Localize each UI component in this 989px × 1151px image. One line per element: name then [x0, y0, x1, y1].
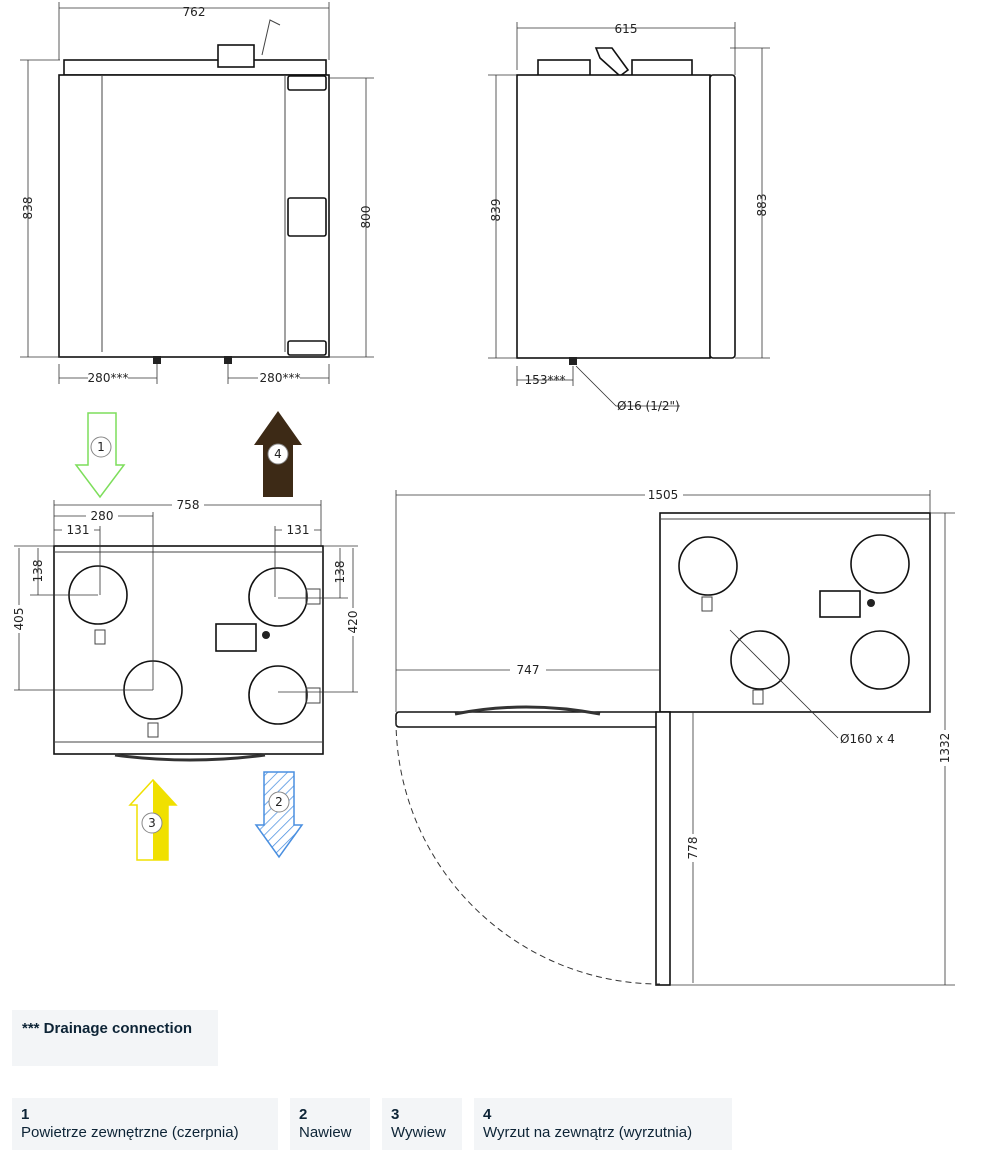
dim-side-height-left: 839	[489, 199, 503, 222]
front-panel-window	[287, 197, 327, 237]
dim-open-total-width: 1505	[648, 488, 679, 502]
dim-top-left-405: 405	[12, 608, 26, 631]
legend-item-4: 4 Wyrzut na zewnątrz (wyrzutnia)	[474, 1098, 732, 1150]
legend-item-3: 3 Wywiew	[382, 1098, 462, 1150]
dim-top-left-offset: 131	[67, 523, 90, 537]
door-swing-arc	[395, 719, 661, 985]
dim-top-right-offset: 131	[287, 523, 310, 537]
legend-label: Nawiew	[299, 1124, 352, 1141]
legend-number: 4	[483, 1106, 492, 1123]
drainage-note: *** Drainage connection	[12, 1010, 218, 1066]
dim-front-height-right: 800	[359, 206, 373, 229]
arrow-1-outdoor-air: 1	[74, 412, 126, 499]
dim-side-width: 615	[615, 22, 638, 36]
legend-item-2: 2 Nawiew	[290, 1098, 370, 1150]
technical-drawing: 762 838 800 280*** 280*** 615 839 883 15…	[12, 2, 955, 986]
side-body	[516, 74, 711, 359]
drain-right	[224, 356, 232, 364]
duct-spigot	[678, 536, 738, 596]
dim-top-left-138: 138	[31, 560, 45, 583]
side-drain	[569, 357, 577, 365]
duct-spigot	[248, 665, 308, 725]
power-plug-icon	[261, 19, 281, 56]
dim-side-drain: 153***	[525, 373, 566, 387]
legend-item-1: 1 Powietrze zewnętrzne (czerpnia)	[12, 1098, 278, 1150]
duct-spigot	[850, 534, 910, 594]
dim-front-drain-right: 280***	[260, 371, 301, 385]
front-latch-top	[287, 75, 327, 91]
dim-open-total-depth: 1332	[938, 733, 952, 764]
legend-number: 1	[21, 1106, 30, 1123]
arrow-2-supply: 2	[254, 771, 304, 859]
arrow-4-number: 4	[274, 447, 282, 461]
dim-front-height-left: 838	[21, 197, 35, 220]
side-view: 615 839 883 153*** Ø16 (1/2")	[488, 22, 770, 413]
drain-left	[153, 356, 161, 364]
side-door	[709, 74, 736, 359]
duct-spigot	[850, 630, 910, 690]
front-top-cap	[63, 59, 327, 76]
door-closed-panel	[655, 711, 671, 986]
dim-top-width: 758	[177, 498, 200, 512]
duct-spigot	[248, 567, 308, 627]
dim-open-door-width: 747	[517, 663, 540, 677]
legend-number: 2	[299, 1106, 308, 1123]
top-view: 758 280 131 131 138 405 138 420	[12, 497, 360, 762]
arrow-3-extract: 3	[128, 778, 178, 861]
arrow-4-exhaust: 4	[254, 411, 302, 497]
dim-top-right-138: 138	[333, 561, 347, 584]
dim-front-drain-left: 280***	[88, 371, 129, 385]
legend-label: Wywiew	[391, 1124, 446, 1141]
front-view: 762 838 800 280*** 280***	[20, 2, 374, 385]
dim-front-width: 762	[183, 5, 206, 19]
legend-label: Powietrze zewnętrzne (czerpnia)	[21, 1124, 239, 1141]
dim-open-door-depth: 778	[686, 837, 700, 860]
label-drain-pipe: Ø16 (1/2")	[617, 399, 680, 413]
arrow-3-number: 3	[148, 816, 156, 830]
legend-number: 3	[391, 1106, 400, 1123]
top-control-box	[215, 623, 257, 652]
front-control-box	[217, 44, 255, 68]
front-body	[58, 74, 330, 358]
dim-top-right-420: 420	[346, 611, 360, 634]
arrow-2-number: 2	[275, 795, 283, 809]
label-ducts: Ø160 x 4	[840, 732, 895, 746]
dim-top-spigot-x: 280	[91, 509, 114, 523]
legend-label: Wyrzut na zewnątrz (wyrzutnia)	[483, 1124, 693, 1141]
front-latch-bottom	[287, 340, 327, 356]
open-door-view: 1505 747 1332 778 Ø160 x 4	[395, 487, 955, 986]
door-open-panel	[395, 711, 661, 728]
arrow-1-number: 1	[97, 440, 105, 454]
dim-side-height-right: 883	[755, 194, 769, 217]
